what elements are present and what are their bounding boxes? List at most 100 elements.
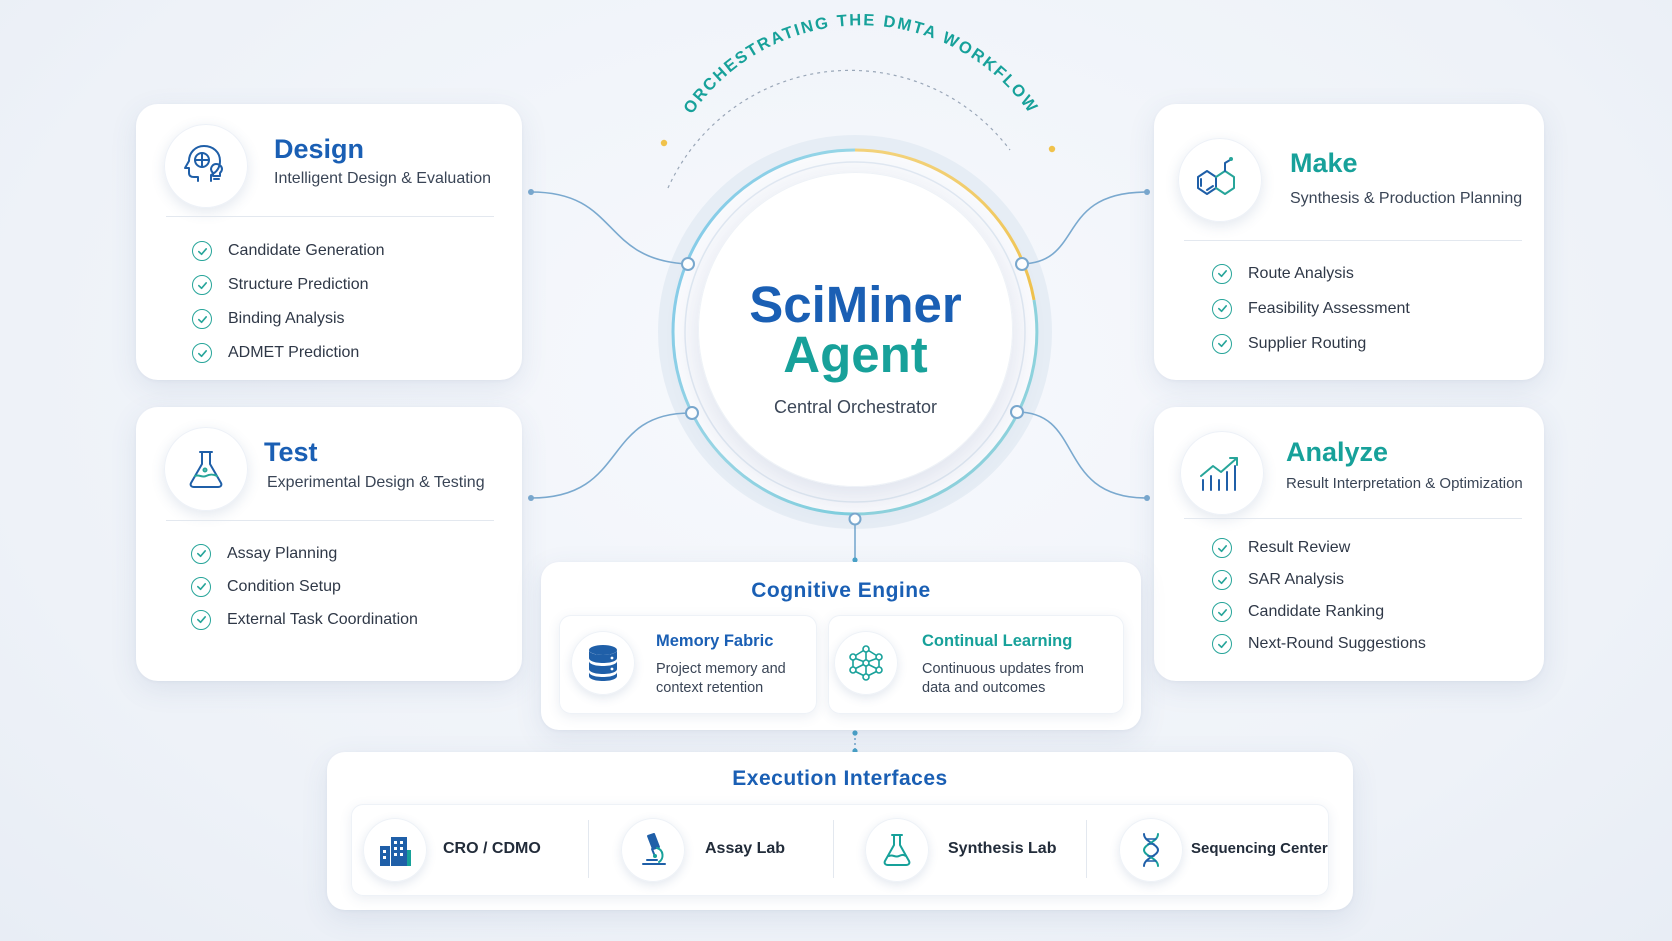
list-item: Candidate Generation <box>192 234 385 268</box>
network-icon <box>834 631 898 695</box>
test-divider <box>166 520 494 521</box>
separator <box>833 820 834 878</box>
list-item-label: Route Analysis <box>1248 264 1354 282</box>
continual-learning-desc: Continuous updates from data and outcome… <box>922 661 1085 696</box>
test-connector <box>530 412 693 499</box>
list-item-label: Candidate Generation <box>228 242 385 259</box>
list-item: SAR Analysis <box>1212 564 1426 596</box>
list-item: Structure Prediction <box>192 268 385 302</box>
analyze-list: Result Review SAR Analysis Candidate Ran… <box>1212 532 1426 660</box>
check-icon <box>191 576 211 597</box>
make-divider <box>1184 240 1522 241</box>
list-item: Next-Round Suggestions <box>1212 628 1426 660</box>
chart-trend-icon <box>1180 431 1264 515</box>
list-item: Assay Planning <box>191 537 418 570</box>
check-icon <box>191 609 211 630</box>
list-item: Route Analysis <box>1212 256 1410 291</box>
make-title: Make <box>1290 148 1358 178</box>
make-connector <box>1021 191 1148 265</box>
flask-icon <box>164 427 248 511</box>
exec-label-synthesis: Synthesis Lab <box>948 840 1057 857</box>
list-item-label: Assay Planning <box>227 544 338 562</box>
dna-icon <box>1119 818 1183 882</box>
central-orchestrator: SciMiner Agent Central Orchestrator <box>698 172 1013 487</box>
check-icon <box>1212 333 1232 354</box>
check-icon <box>1212 634 1232 654</box>
execution-interfaces-panel: Execution Interfaces CRO / CDMO <box>327 752 1353 910</box>
list-item-label: Candidate Ranking <box>1248 603 1385 620</box>
molecule-icon <box>1178 138 1262 222</box>
list-item-label: Next-Round Suggestions <box>1248 635 1426 652</box>
check-icon <box>1212 538 1232 558</box>
arc-title: ORCHESTRATING THE DMTA WORKFLOW <box>680 11 1042 117</box>
check-icon <box>1212 570 1232 590</box>
check-icon <box>192 343 212 363</box>
inner-ring <box>684 161 1026 503</box>
list-item-label: Feasibility Assessment <box>1248 299 1410 317</box>
list-item: Candidate Ranking <box>1212 596 1426 628</box>
execution-interfaces-row: CRO / CDMO Assay Lab <box>351 804 1329 896</box>
check-icon <box>192 241 212 261</box>
analyze-divider <box>1184 518 1522 519</box>
analyze-card: Analyze Result Interpretation & Optimiza… <box>1154 407 1544 681</box>
design-divider <box>166 216 494 217</box>
microscope-icon <box>621 818 685 882</box>
center-title-line2: Agent <box>783 326 928 383</box>
design-connector <box>530 191 689 265</box>
check-icon <box>192 275 212 295</box>
check-icon <box>191 543 211 564</box>
execution-interfaces-title: Execution Interfaces <box>732 767 948 790</box>
design-title: Design <box>274 134 365 164</box>
list-item-label: Result Review <box>1248 539 1351 556</box>
list-item-label: Condition Setup <box>227 577 341 595</box>
list-item: Supplier Routing <box>1212 326 1410 361</box>
make-subtitle: Synthesis & Production Planning <box>1290 190 1523 207</box>
analyze-connector <box>1016 411 1148 499</box>
separator <box>1086 820 1087 878</box>
check-icon <box>192 309 212 329</box>
center-title-line1: SciMiner <box>749 276 962 333</box>
check-icon <box>1212 602 1232 622</box>
make-list: Route Analysis Feasibility Assessment Su… <box>1212 256 1410 361</box>
check-icon <box>1212 298 1232 319</box>
list-item-label: ADMET Prediction <box>228 344 360 361</box>
continual-learning-module: Continual Learning Continuous updates fr… <box>828 615 1124 714</box>
analyze-title: Analyze <box>1286 437 1389 467</box>
exec-label-sequencing: Sequencing Center <box>1191 840 1328 857</box>
list-item: Result Review <box>1212 532 1426 564</box>
cognitive-engine-title: Cognitive Engine <box>751 579 931 602</box>
list-item: Condition Setup <box>191 570 418 603</box>
analyze-subtitle: Result Interpretation & Optimization <box>1286 475 1523 492</box>
building-icon <box>363 818 427 882</box>
make-card: Make Synthesis & Production Planning Rou… <box>1154 104 1544 380</box>
exec-label-assay: Assay Lab <box>705 840 786 857</box>
database-icon <box>571 631 635 695</box>
test-title: Test <box>264 437 318 467</box>
separator <box>588 820 589 878</box>
list-item-label: Structure Prediction <box>228 276 369 293</box>
design-list: Candidate Generation Structure Predictio… <box>192 234 385 370</box>
list-item: Binding Analysis <box>192 302 385 336</box>
check-icon <box>1212 263 1232 284</box>
ring-left-arc <box>671 148 856 516</box>
list-item: Feasibility Assessment <box>1212 291 1410 326</box>
memory-fabric-desc: Project memory and context retention <box>656 661 786 696</box>
memory-fabric-module: Memory Fabric Project memory and context… <box>559 615 817 714</box>
memory-fabric-title: Memory Fabric <box>656 632 774 650</box>
list-item-label: Binding Analysis <box>228 310 345 327</box>
dashed-arc <box>667 69 1011 189</box>
design-card: Design Intelligent Design & Evaluation C… <box>136 104 522 380</box>
continual-learning-title: Continual Learning <box>922 632 1073 650</box>
design-subtitle: Intelligent Design & Evaluation <box>274 170 492 187</box>
list-item: ADMET Prediction <box>192 336 385 370</box>
cognitive-engine-panel: Cognitive Engine Memory Fabric Project m… <box>541 562 1141 730</box>
brain-head-lightbulb-icon <box>164 124 248 208</box>
flask-icon <box>865 818 929 882</box>
list-item: External Task Coordination <box>191 603 418 636</box>
list-item-label: Supplier Routing <box>1248 334 1367 352</box>
exec-label-cro: CRO / CDMO <box>443 840 541 857</box>
test-list: Assay Planning Condition Setup External … <box>191 537 418 636</box>
list-item-label: SAR Analysis <box>1248 571 1345 588</box>
test-subtitle: Experimental Design & Testing <box>267 474 485 491</box>
